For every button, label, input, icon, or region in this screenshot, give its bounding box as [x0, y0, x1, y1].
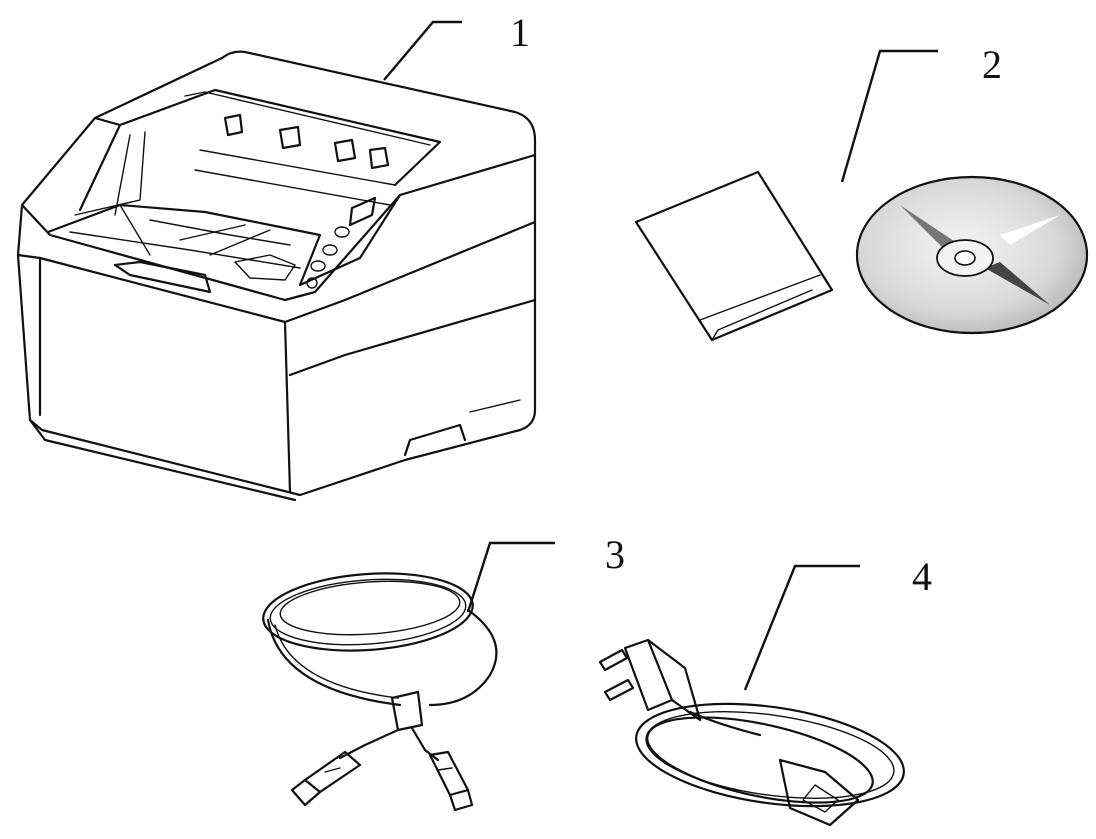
quick-guide-illustration [634, 170, 834, 342]
leader-lines [383, 20, 938, 691]
callout-number-4: 4 [912, 554, 932, 599]
usb-cable-illustration [262, 572, 498, 812]
leader-line-2 [840, 49, 938, 183]
callout-number-2: 2 [982, 42, 1002, 87]
scanner-illustration [16, 50, 537, 502]
callout-number-1: 1 [510, 10, 530, 55]
leader-line-3 [466, 541, 555, 613]
leader-line-4 [743, 564, 860, 691]
callout-number-3: 3 [605, 532, 625, 577]
software-cd-illustration [855, 175, 1089, 335]
leader-line-1 [383, 20, 462, 81]
power-cord-illustration [598, 638, 905, 827]
